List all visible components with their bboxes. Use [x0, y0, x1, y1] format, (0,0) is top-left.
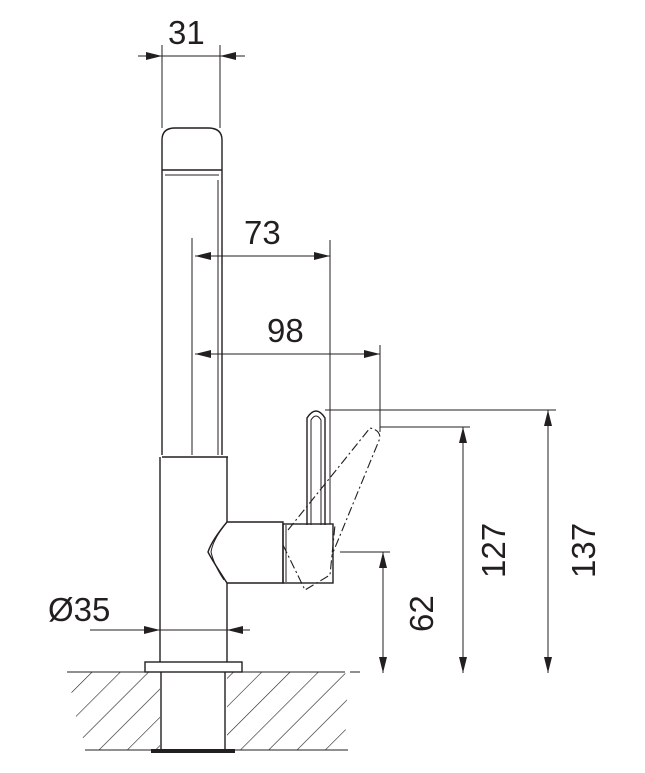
dimension-98: 98: [195, 312, 381, 432]
dimension-label-73: 73: [244, 214, 281, 251]
countertop-section: [67, 661, 360, 753]
dimension-137: 137: [325, 409, 602, 673]
faucet-body: [159, 457, 334, 662]
spout: [161, 127, 228, 458]
dimension-62: 62: [340, 551, 440, 673]
dimension-73: 73: [195, 214, 331, 524]
dimension-label-98: 98: [267, 312, 304, 349]
dimension-31: 31: [138, 14, 245, 128]
dimension-127: 127: [380, 426, 512, 673]
dimension-label-diameter-35: Ø35: [48, 591, 110, 628]
lever: [282, 410, 381, 591]
dimension-label-31: 31: [168, 14, 205, 51]
dimension-diameter-35: Ø35: [48, 591, 250, 634]
dimension-label-62: 62: [403, 595, 440, 632]
dimension-label-137: 137: [565, 523, 602, 578]
dimension-label-127: 127: [475, 523, 512, 578]
